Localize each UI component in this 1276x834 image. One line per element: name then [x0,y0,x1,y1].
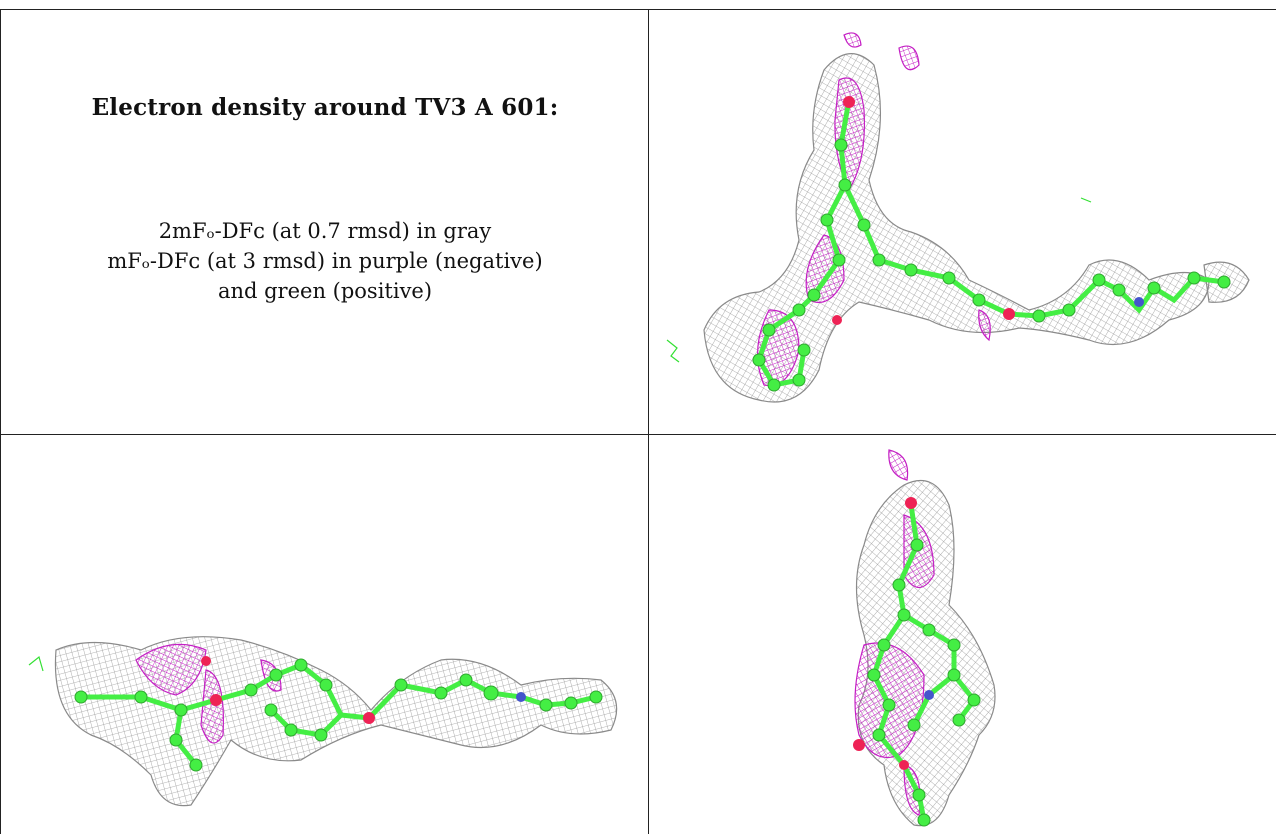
caption-line-fofc: mFₒ-DFᴄ (at 3 rmsd) in purple (negative) [107,249,543,273]
atoms-oxygen [832,96,1015,325]
caption-title: Electron density around TV3 A 601: [91,94,559,121]
mesh-2fofc [703,53,1250,403]
atoms-carbon [752,138,1231,392]
atoms-nitrogen [516,692,526,702]
atoms-nitrogen [924,690,934,700]
mesh-positive [28,655,44,672]
density-view-top-right [666,32,1250,403]
atoms-carbon [867,538,981,827]
caption-legend: 2mFₒ-DFᴄ (at 0.7 rmsd) in gray mFₒ-DFᴄ (… [1,216,648,306]
table-border-center [0,434,1276,435]
table-border-middle [648,9,649,834]
table-border-left [0,9,1,834]
caption-cell: Electron density around TV3 A 601: 2mFₒ-… [1,10,648,434]
caption-line-2fofc: 2mFₒ-DFᴄ (at 0.7 rmsd) in gray [158,219,492,243]
atoms-carbon [74,658,603,772]
table-border-top [0,9,1276,10]
atoms-oxygen [201,656,375,724]
atoms-nitrogen [1134,297,1144,307]
mesh-positive [666,197,1092,363]
view-bottom-left [1,435,648,834]
density-view-bottom-right [853,449,996,827]
density-view-bottom-left [28,636,618,807]
atoms-oxygen [853,497,917,770]
figure-table: Electron density around TV3 A 601: 2mFₒ-… [0,9,1276,834]
caption-line-positive: and green (positive) [217,279,433,303]
mesh-negative [756,32,991,387]
view-top-right [649,10,1276,434]
view-bottom-right [649,435,1276,834]
